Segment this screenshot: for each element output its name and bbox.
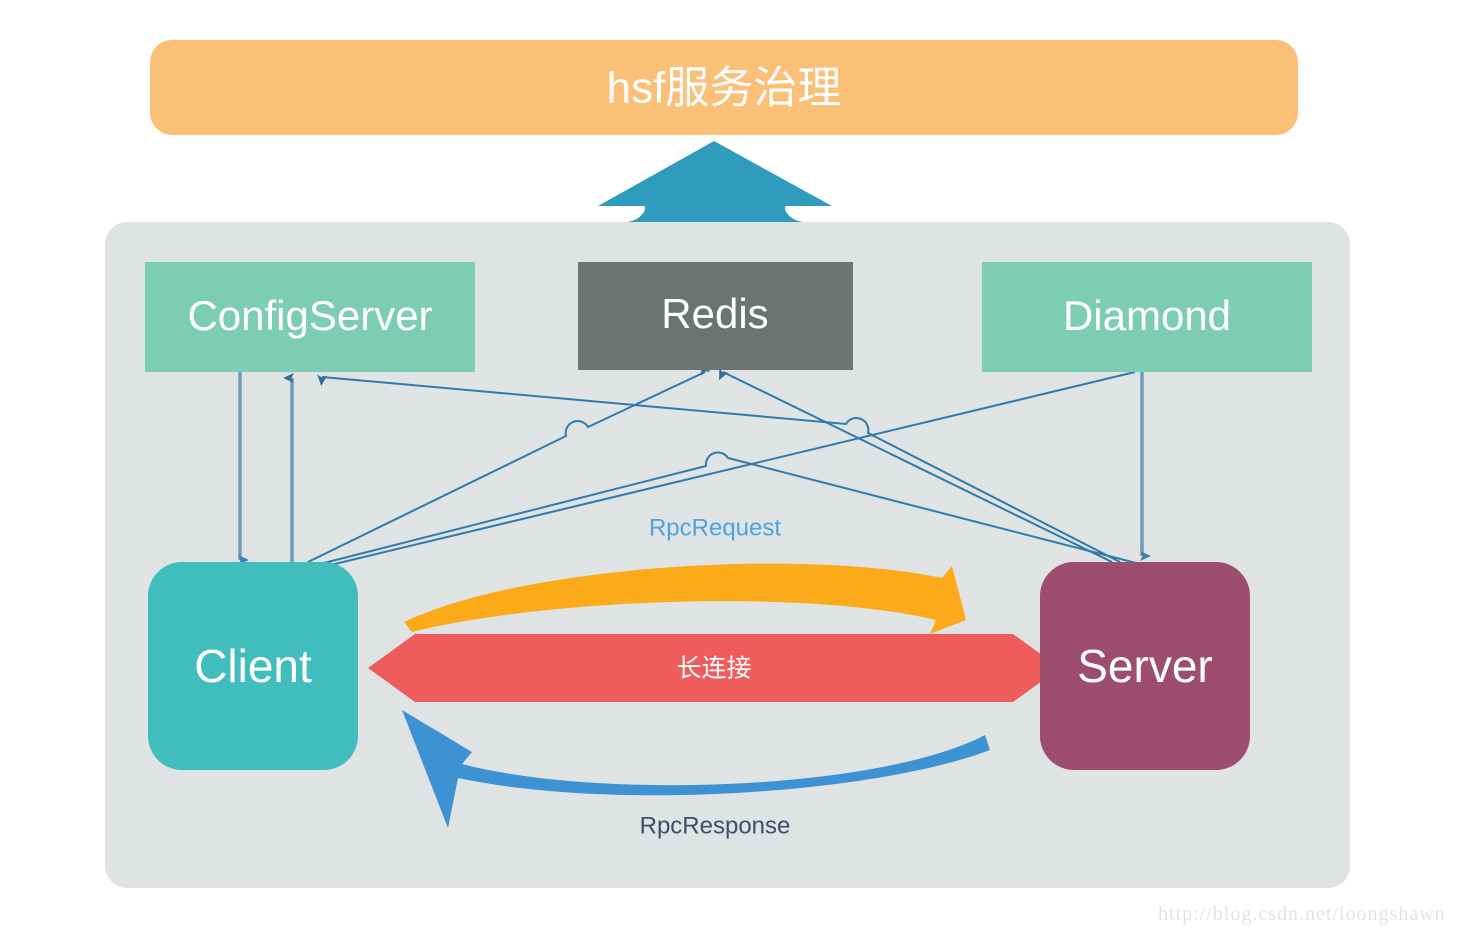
connector-diamond-to-client	[317, 371, 1136, 569]
client-label: Client	[194, 640, 312, 692]
diamond-label: Diamond	[1063, 292, 1231, 339]
server-label: Server	[1077, 640, 1212, 692]
title-banner-label: hsf服务治理	[607, 64, 842, 113]
long-connection-shape	[368, 634, 1060, 702]
title-banner: hsf服务治理	[150, 40, 1298, 135]
watermark-label: http://blog.csdn.net/loongshawn	[1158, 903, 1446, 925]
server-box[interactable]	[1040, 562, 1250, 770]
rpc-response-label: RpcResponse	[640, 812, 791, 839]
diamond-box[interactable]	[982, 262, 1312, 372]
redis-box[interactable]	[578, 262, 853, 370]
infra-node-redis[interactable]: Redis	[578, 262, 853, 370]
connector-configserver-to-server	[315, 451, 1137, 566]
configserver-box[interactable]	[145, 262, 475, 372]
configserver-label: ConfigServer	[187, 292, 432, 339]
connector-server-to-redis	[719, 368, 1113, 563]
big-up-arrow	[592, 141, 838, 223]
title-banner-rect	[150, 40, 1298, 135]
rpc-request-arrow	[404, 563, 966, 634]
rpc-request-arrow-shape	[404, 563, 966, 634]
connector-client-to-redis	[307, 363, 711, 563]
connector-server-to-configserver	[317, 374, 1121, 563]
rpc-request-label: RpcRequest	[649, 514, 781, 541]
infra-node-diamond[interactable]: Diamond	[982, 262, 1312, 372]
endpoint-client[interactable]: Client	[148, 562, 358, 770]
rpc-response-arrow-shape	[402, 710, 990, 828]
redis-label: Redis	[661, 290, 768, 337]
long-connection-band: 长连接	[368, 634, 1060, 702]
infra-node-configserver[interactable]: ConfigServer	[145, 262, 475, 372]
big-up-arrow-shape	[592, 141, 838, 223]
connector-network	[238, 363, 1151, 569]
client-box[interactable]	[148, 562, 358, 770]
rpc-response-arrow	[402, 710, 990, 828]
endpoint-server[interactable]: Server	[1040, 562, 1250, 770]
long-connection-label: 长连接	[676, 655, 751, 683]
